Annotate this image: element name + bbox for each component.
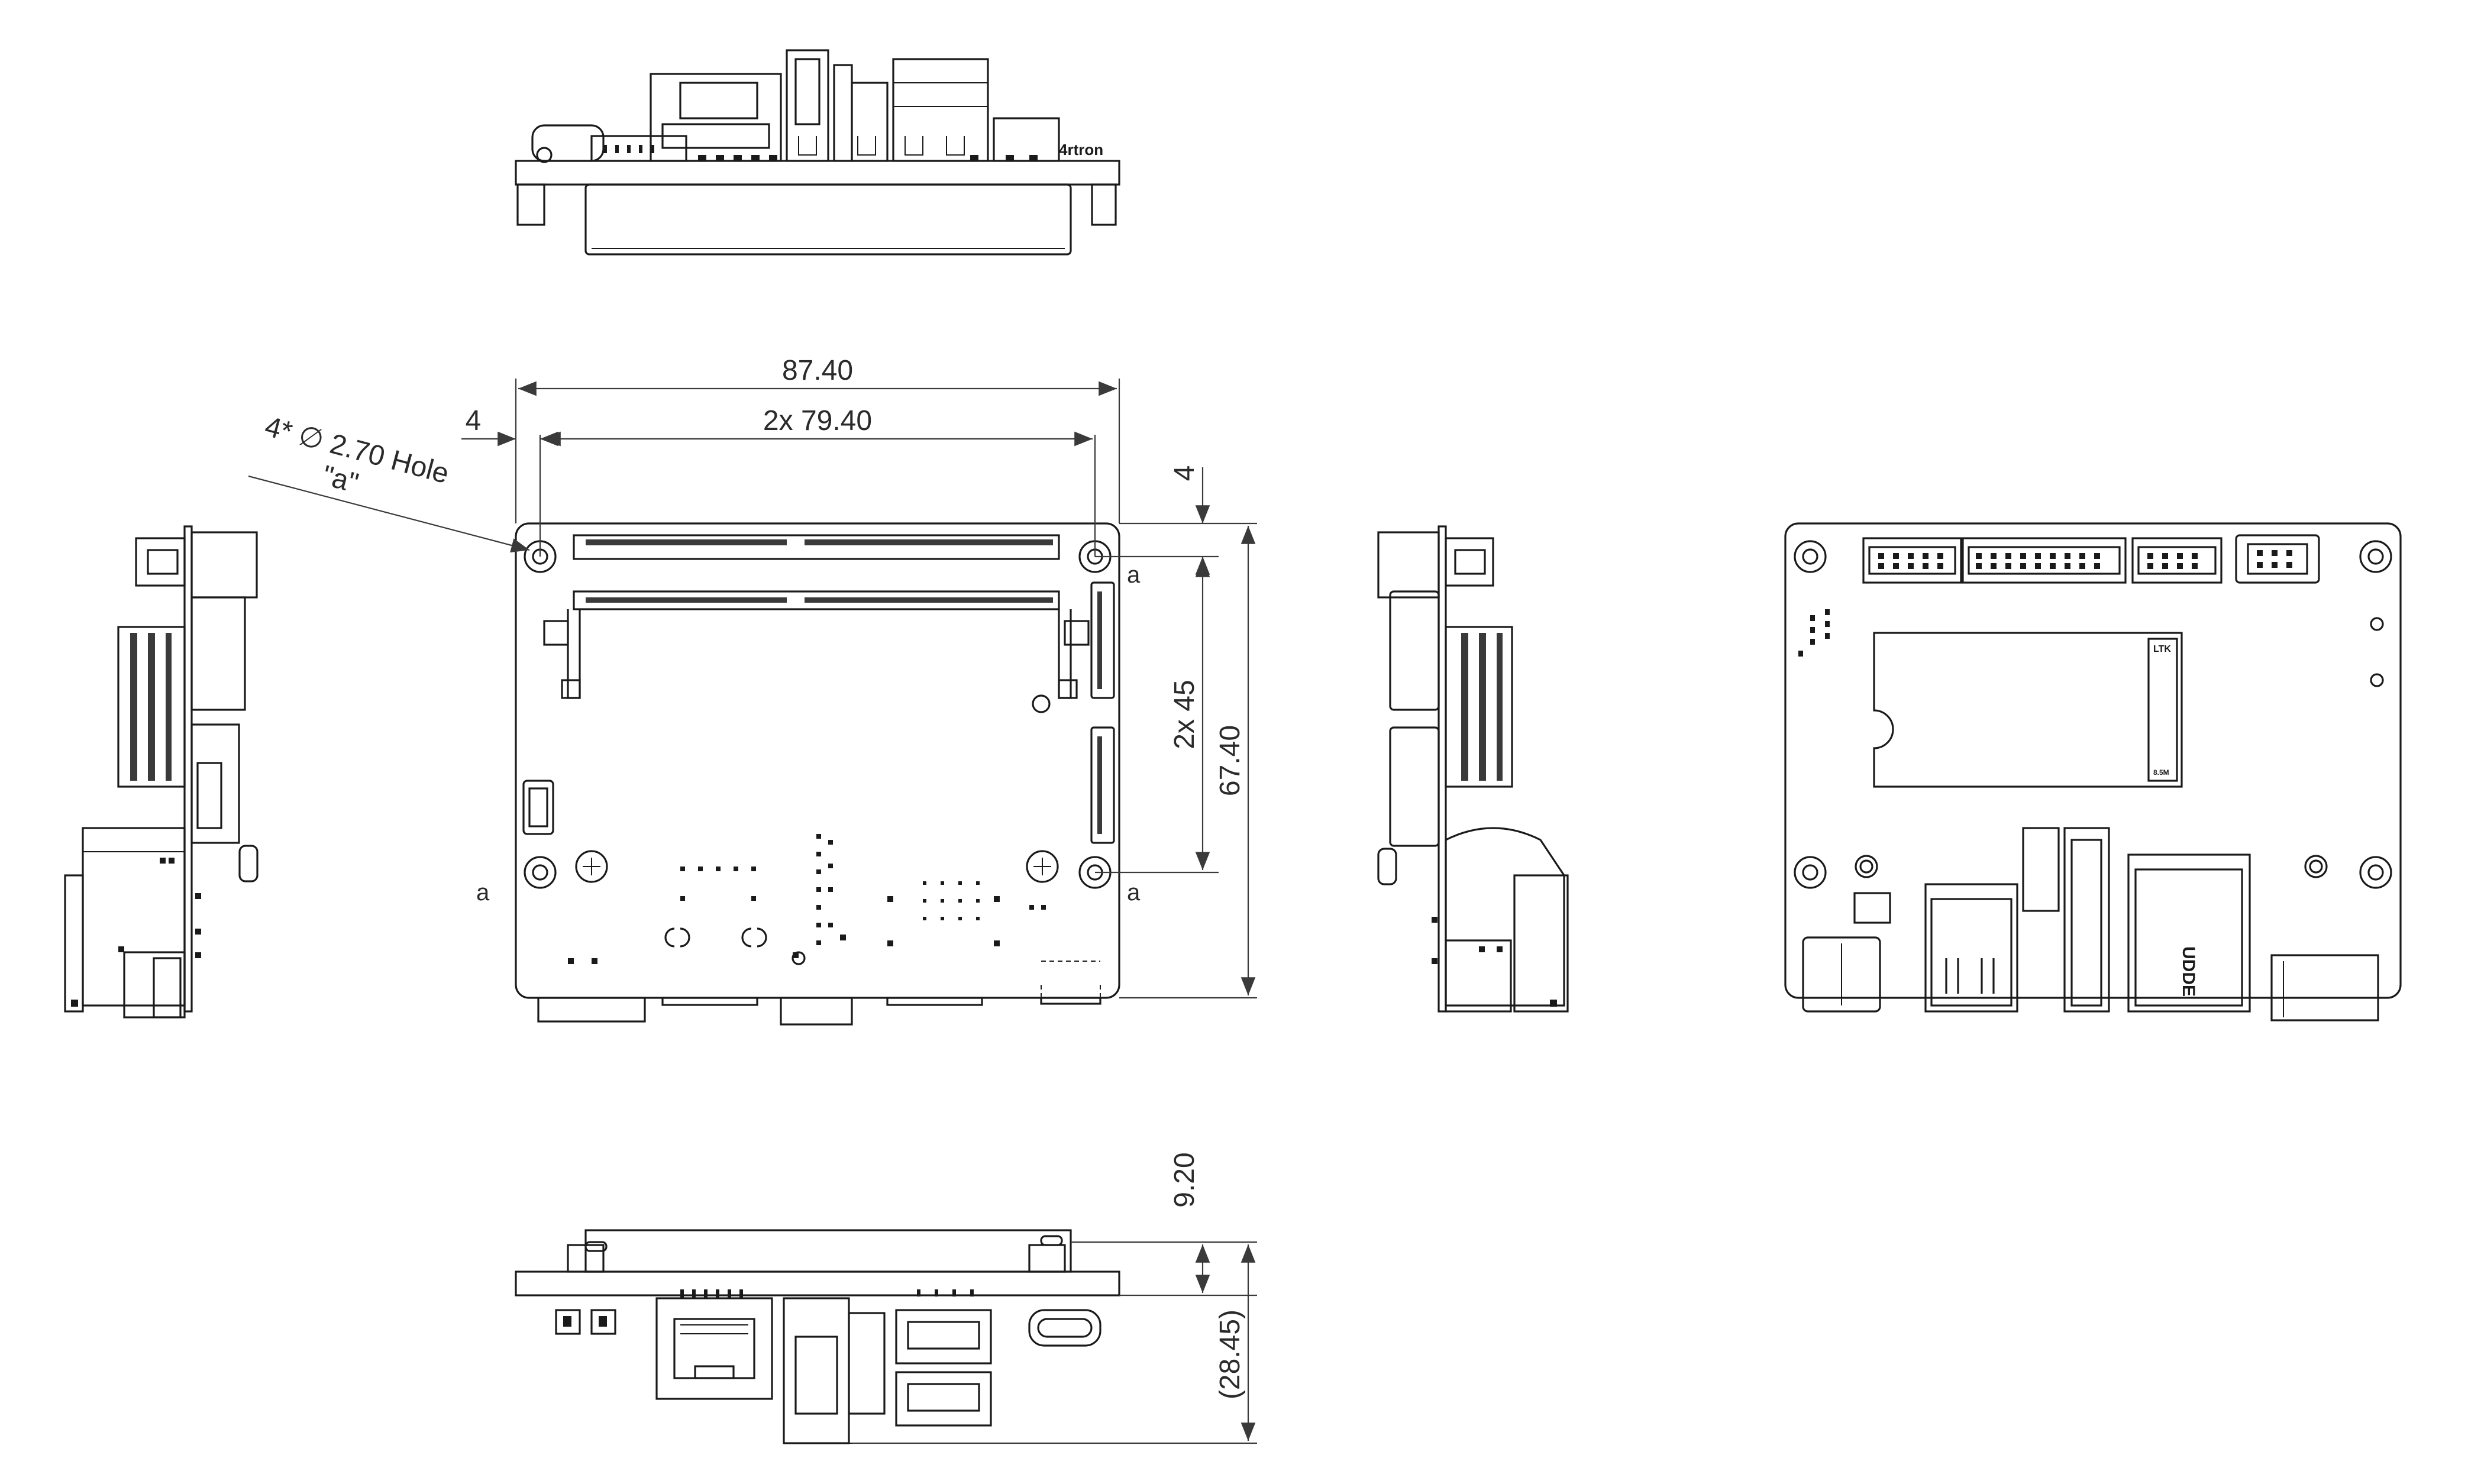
dim-hole-offset-x: 4 bbox=[466, 405, 482, 437]
hole-mark-bottom-left: a bbox=[476, 880, 490, 906]
plan-view-board bbox=[515, 522, 1120, 1026]
m2-label-top: LTK bbox=[2153, 644, 2171, 654]
right-side-view bbox=[1377, 525, 1569, 1013]
plan-dimensions: 87.40 4 2x 79.40 4 2x 45 67.40 4* ∅ 2.70… bbox=[248, 355, 1257, 999]
diameter-symbol: ∅ bbox=[295, 420, 327, 457]
front-edge-view bbox=[515, 1229, 1248, 1444]
hole-mark-bottom-right: a bbox=[1127, 880, 1141, 906]
dim-hole-offset-y: 4 bbox=[1169, 465, 1200, 481]
usb-label: UDDE bbox=[2179, 946, 2198, 997]
dim-hole-spacing-x: 2x 79.40 bbox=[763, 405, 872, 437]
brand-label: 4rtron bbox=[1059, 141, 1103, 159]
left-side-view bbox=[64, 525, 259, 1019]
dim-board-height: 9.20 bbox=[1169, 1152, 1200, 1207]
dim-overall-width: 87.40 bbox=[782, 355, 853, 386]
dim-overall-height: 67.40 bbox=[1214, 725, 1246, 796]
top-edge-view: 4rtron bbox=[515, 49, 1120, 256]
dim-hole-spacing-y: 2x 45 bbox=[1169, 680, 1200, 749]
hole-mark-top-right: a bbox=[1127, 562, 1141, 588]
m2-label-bottom: 8.5M bbox=[2153, 768, 2169, 777]
bottom-plan-view: LTK 8.5M UDDE bbox=[1784, 522, 2402, 1021]
hole-count: 4* bbox=[261, 410, 296, 448]
dim-total-height: (28.45) bbox=[1214, 1310, 1246, 1399]
front-dimensions: 9.20 (28.45) bbox=[852, 1152, 1257, 1444]
